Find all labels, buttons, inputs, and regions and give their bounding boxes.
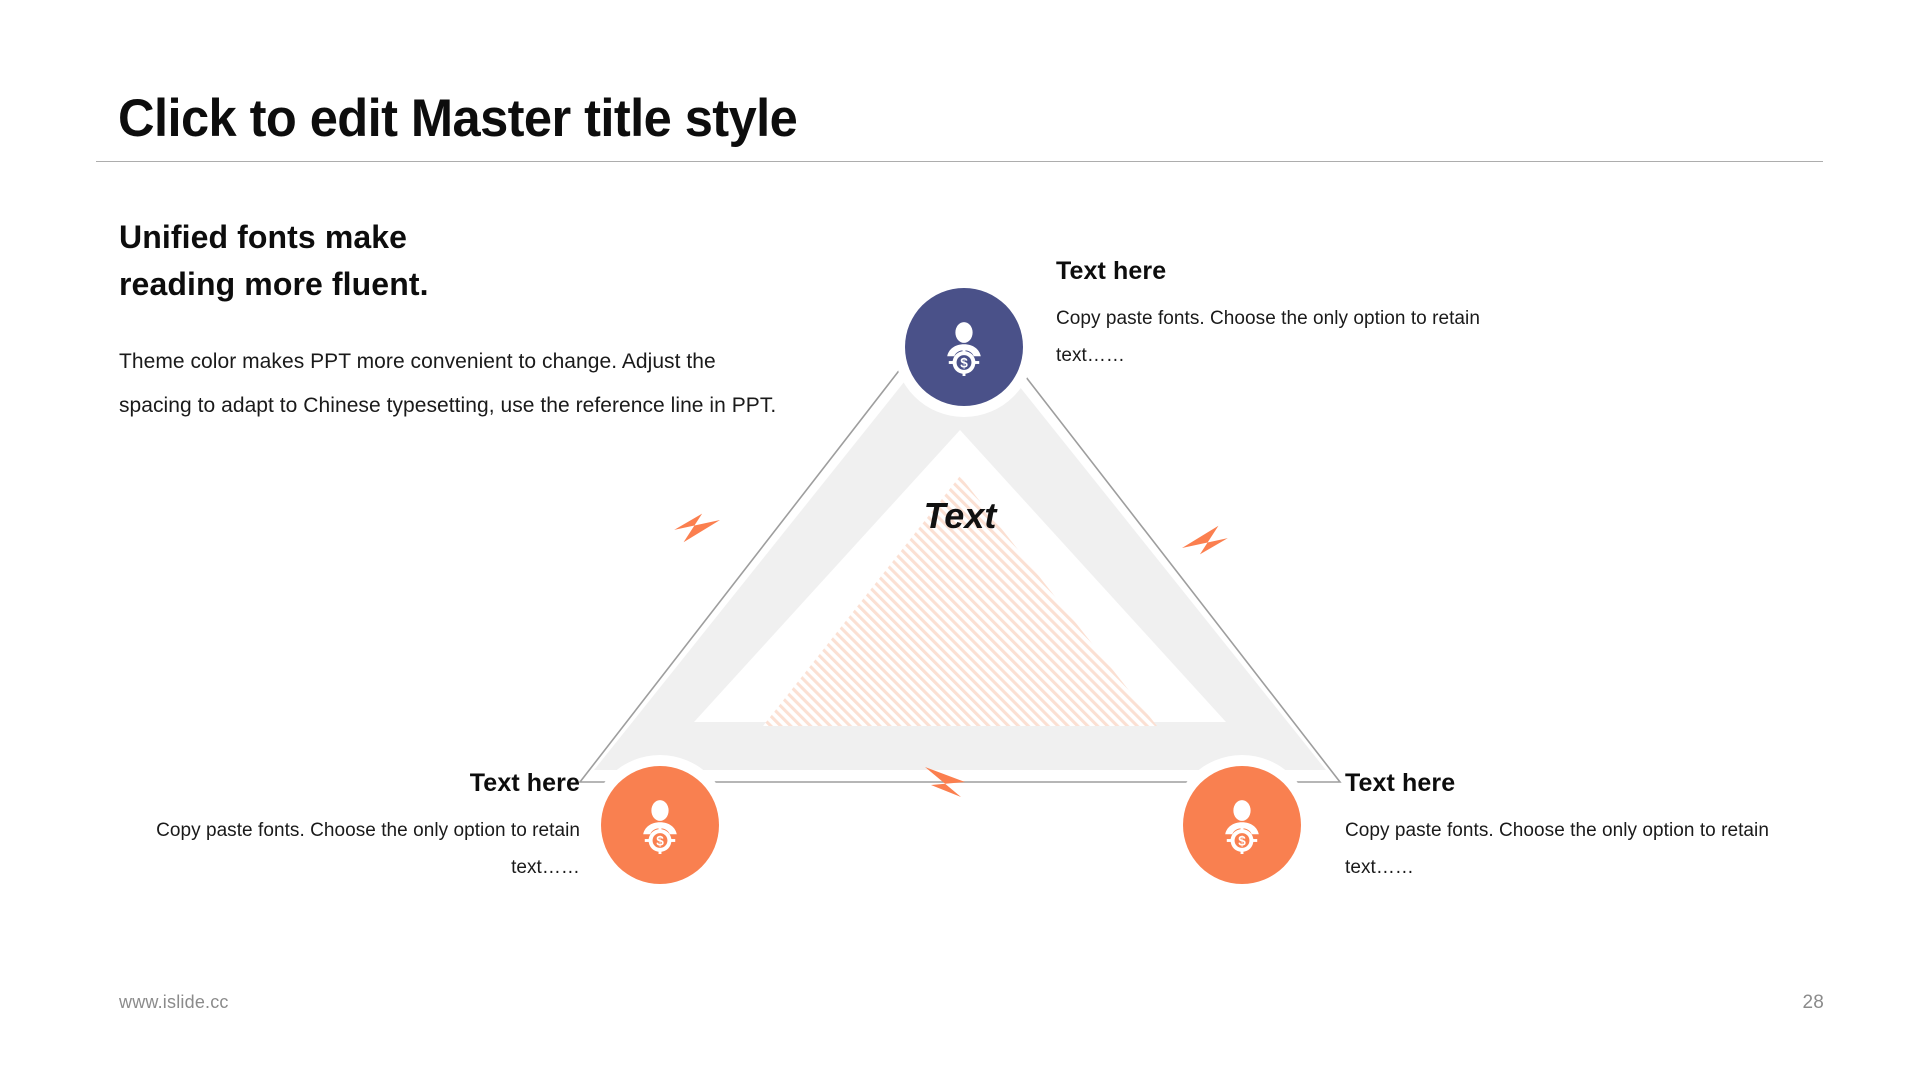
arrow-left-edge — [674, 513, 720, 543]
title-divider — [96, 161, 1823, 162]
callout-bottom-left-body: Copy paste fonts. Choose the only option… — [156, 819, 580, 878]
lead-heading-line-1: Unified fonts make — [119, 219, 408, 255]
lead-heading[interactable]: Unified fonts make reading more fluent. — [119, 214, 759, 308]
lead-heading-line-2: reading more fluent. — [119, 266, 429, 302]
node-circle-bottom-right[interactable]: $ — [1183, 766, 1301, 884]
callout-bottom-right-heading: Text here — [1345, 769, 1456, 797]
callout-bottom-left[interactable]: Text here Copy paste fonts. Choose the o… — [110, 769, 580, 886]
callout-bottom-right-body: Copy paste fonts. Choose the only option… — [1345, 819, 1769, 878]
page-title[interactable]: Click to edit Master title style — [118, 89, 798, 148]
node-circle-bottom-left[interactable]: $ — [601, 766, 719, 884]
callout-top-heading: Text here — [1056, 257, 1167, 285]
callout-top-body: Copy paste fonts. Choose the only option… — [1056, 307, 1480, 366]
callout-bottom-right[interactable]: Text here Copy paste fonts. Choose the o… — [1345, 769, 1785, 886]
svg-text:$: $ — [960, 355, 968, 370]
callout-top[interactable]: Text here Copy paste fonts. Choose the o… — [1056, 257, 1516, 374]
person-dollar-target-icon: $ — [1213, 796, 1271, 854]
arrow-right-edge — [1182, 525, 1228, 555]
triangle-cycle-diagram: Text — [540, 230, 1380, 870]
inner-hatched-triangle — [763, 476, 1157, 726]
footer-site-url[interactable]: www.islide.cc — [119, 992, 229, 1012]
svg-text:$: $ — [656, 833, 664, 848]
svg-text:$: $ — [1238, 833, 1246, 848]
person-dollar-target-icon: $ — [935, 318, 993, 376]
arrow-bottom-edge — [925, 767, 965, 797]
node-circle-top[interactable]: $ — [905, 288, 1023, 406]
callout-bottom-left-heading: Text here — [469, 769, 580, 797]
diagram-center-label: Text — [924, 495, 999, 536]
footer-page-number: 28 — [1802, 992, 1824, 1013]
person-dollar-target-icon: $ — [631, 796, 689, 854]
